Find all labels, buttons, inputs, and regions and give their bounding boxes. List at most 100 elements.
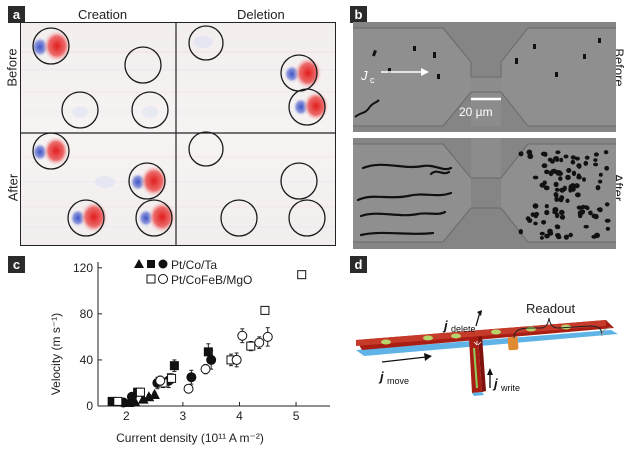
y-tick-label: 80 — [80, 307, 94, 321]
data-point-square — [246, 341, 256, 351]
target-circle — [288, 88, 326, 126]
skyrmion-dot — [568, 232, 573, 238]
skyrmion-dot — [539, 182, 546, 188]
panel-d-label: d — [350, 256, 367, 273]
skyrmion-dot — [597, 179, 603, 184]
x-tick-label: 5 — [293, 409, 300, 423]
skyrmion-dot — [544, 233, 550, 239]
j-delete-sub: delete — [451, 324, 476, 334]
skyrmion-dot — [543, 151, 548, 157]
skyrmion-dot — [570, 159, 576, 165]
legend-marker-square — [147, 260, 155, 268]
target-circle — [128, 162, 166, 200]
skyrmion-dot — [566, 168, 572, 173]
skyrmion-dot — [598, 172, 603, 177]
x-tick-label: 4 — [236, 409, 243, 423]
skyrmion-dot — [605, 226, 611, 231]
skyrmion-dot — [541, 220, 547, 225]
skyrmion-dot — [544, 169, 550, 175]
skyrmion-dot — [584, 155, 590, 160]
data-point-circle — [200, 364, 211, 375]
skyrmion-dot — [563, 234, 569, 240]
data-point-circle — [254, 337, 265, 348]
tem-image-after — [353, 138, 616, 249]
creation-heading: Creation — [78, 7, 128, 22]
before-label-a: Before — [4, 48, 20, 87]
skyrmion-dot — [595, 185, 601, 191]
data-point-square — [135, 387, 145, 397]
panel-b-label: b — [350, 6, 367, 23]
skyrmion-dot — [533, 211, 540, 217]
skyrmion-dot — [604, 202, 610, 207]
skyrmion-dot — [559, 195, 565, 201]
data-point-circle — [183, 383, 194, 394]
skyrmion-dot — [552, 210, 558, 215]
legend-marker-circle — [158, 259, 168, 269]
skyrmion-dot — [539, 231, 545, 236]
skyrmion-dot — [554, 196, 559, 202]
legend: Pt/Co/Ta Pt/CoFeB/MgO — [134, 258, 252, 287]
j-write-label: j — [492, 376, 498, 391]
legend-marker-open-circle — [158, 274, 168, 284]
skyrmion-dot — [547, 228, 553, 234]
skyrmion-dot — [518, 229, 523, 235]
skyrmion-dot — [544, 204, 549, 209]
skyrmion-dot — [570, 183, 575, 187]
skyrmion-dot — [559, 214, 566, 220]
skyrmion-dot — [582, 177, 586, 182]
skyrmion-dot — [577, 164, 582, 169]
data-point-square — [113, 396, 123, 406]
data-point-circle — [126, 391, 137, 402]
skyrmion-dot — [555, 171, 562, 176]
current-label-sub: c — [370, 75, 375, 85]
data-point-circle — [186, 372, 197, 383]
data-point-circle — [237, 330, 248, 341]
skyrmion-dot — [554, 187, 560, 192]
x-axis-label: Current density (10¹¹ A m⁻²) — [116, 431, 264, 445]
skyrmion-dot — [559, 157, 564, 163]
skyrmion-dot — [554, 224, 560, 229]
skyrmion-dot — [588, 210, 593, 216]
legend-pt-co-ta: Pt/Co/Ta — [171, 258, 217, 272]
j-move-sub: move — [387, 376, 409, 386]
skyrmion-dot — [539, 236, 544, 240]
target-circle — [280, 162, 318, 200]
skyrmion-dot — [583, 224, 589, 229]
skyrmion — [31, 30, 71, 62]
data-point-circle — [155, 375, 166, 386]
skyrmion-dot — [532, 175, 539, 180]
skyrmion — [130, 165, 168, 197]
skyrmion-dot — [556, 235, 562, 240]
skyrmion-dot — [603, 150, 609, 155]
skyrmion-dot — [563, 154, 569, 159]
skyrmion-dot — [558, 176, 563, 181]
skyrmion-dot — [575, 192, 581, 198]
scale-bar-label: 20 µm — [459, 105, 493, 119]
target-circle — [135, 199, 173, 237]
data-point-triangle — [149, 388, 160, 399]
skyrmion-dot — [591, 234, 597, 239]
data-point-circle — [231, 354, 242, 365]
data-point-circle — [262, 331, 273, 342]
target-circle — [188, 25, 224, 61]
target-circle — [67, 199, 105, 237]
skyrmion-dot — [565, 174, 571, 180]
target-circle — [32, 27, 70, 65]
skyrmion-dot — [571, 170, 577, 176]
skyrmion-dot — [518, 151, 524, 157]
j-move-label: j — [378, 369, 384, 384]
target-circle — [61, 91, 99, 129]
skyrmion-dot — [555, 150, 561, 155]
skyrmion-dot — [559, 209, 565, 216]
skyrmion-dot — [553, 181, 559, 188]
x-tick-label: 3 — [180, 409, 187, 423]
skyrmion-dot — [593, 152, 599, 157]
panel-c-label: c — [8, 256, 25, 273]
y-tick-label: 0 — [86, 399, 93, 413]
skyrmion-dot — [527, 218, 533, 223]
skyrmion-dot — [579, 209, 586, 214]
target-circle — [288, 199, 326, 237]
skyrmion-dot — [547, 157, 553, 162]
skyrmion-dot — [548, 170, 554, 177]
